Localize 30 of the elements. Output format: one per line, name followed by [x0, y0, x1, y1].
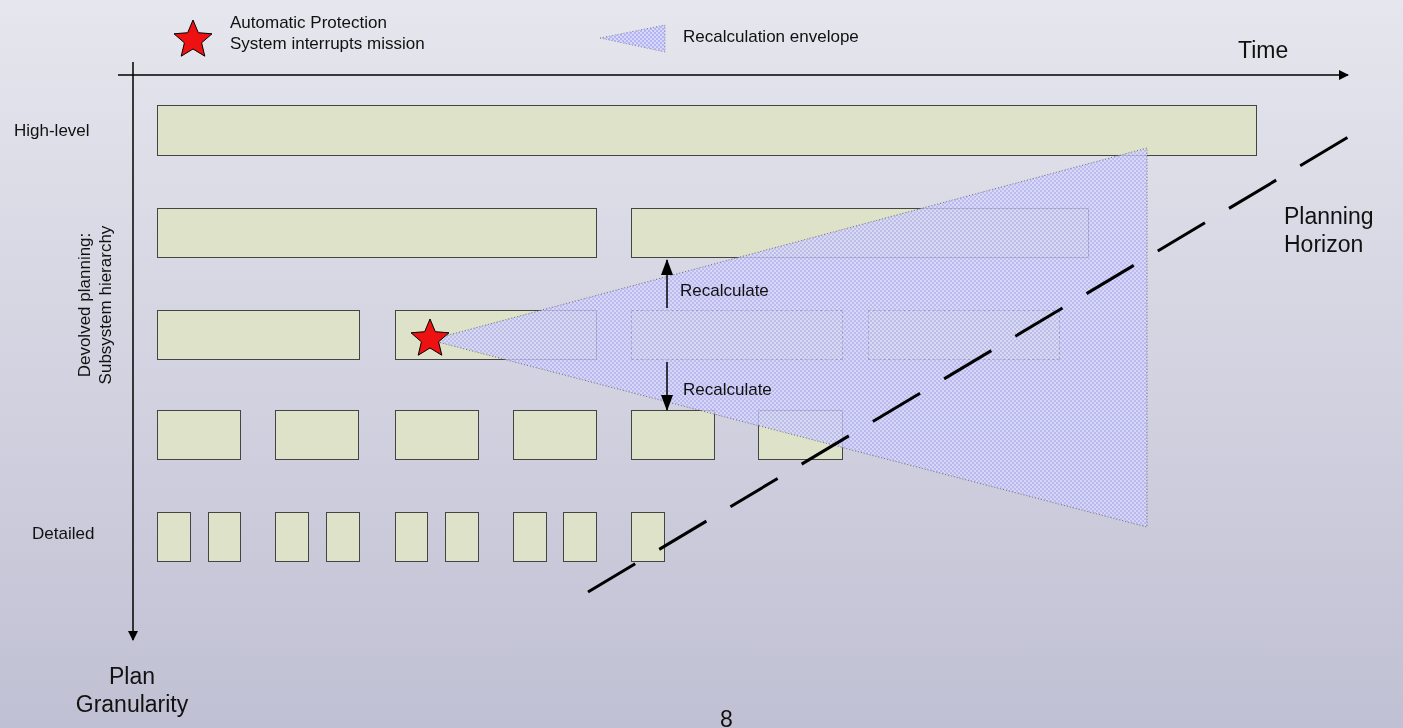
plan-bar: [395, 410, 479, 460]
plan-bar: [395, 512, 428, 562]
legend-text: Automatic Protection System interrupts mission: [230, 12, 426, 54]
arrow: [661, 259, 673, 309]
arrow: [661, 361, 673, 411]
page-number: 8: [720, 705, 733, 728]
plan-bar: [513, 512, 547, 562]
plan-bar: [157, 208, 597, 258]
plan-bar: [208, 512, 241, 562]
legend-text: Recalculation envelope: [683, 26, 859, 47]
plan-bar: [157, 410, 241, 460]
row-label: Detailed: [32, 523, 95, 544]
row-label: High-level: [14, 120, 90, 141]
edge-label: Recalculate: [683, 379, 772, 400]
plan-bar: [157, 512, 191, 562]
edge-label: Recalculate: [680, 280, 769, 301]
plan-bar: [631, 512, 665, 562]
axis-title: Plan Granularity: [74, 662, 190, 718]
plan-bar: [631, 410, 715, 460]
plan-bar: [326, 512, 360, 562]
plan-bar: [157, 105, 1257, 156]
plan-bar: [275, 410, 359, 460]
plan-bar: [513, 410, 597, 460]
annotation-text: Planning Horizon: [1284, 202, 1375, 258]
plan-bar: [275, 512, 309, 562]
plan-bar: [445, 512, 479, 562]
plan-bar: [563, 512, 597, 562]
axis-title: Time: [1238, 36, 1289, 64]
axis-title: Devolved planning: Subsystem hierarchy: [74, 224, 116, 387]
plan-bar: [157, 310, 360, 360]
